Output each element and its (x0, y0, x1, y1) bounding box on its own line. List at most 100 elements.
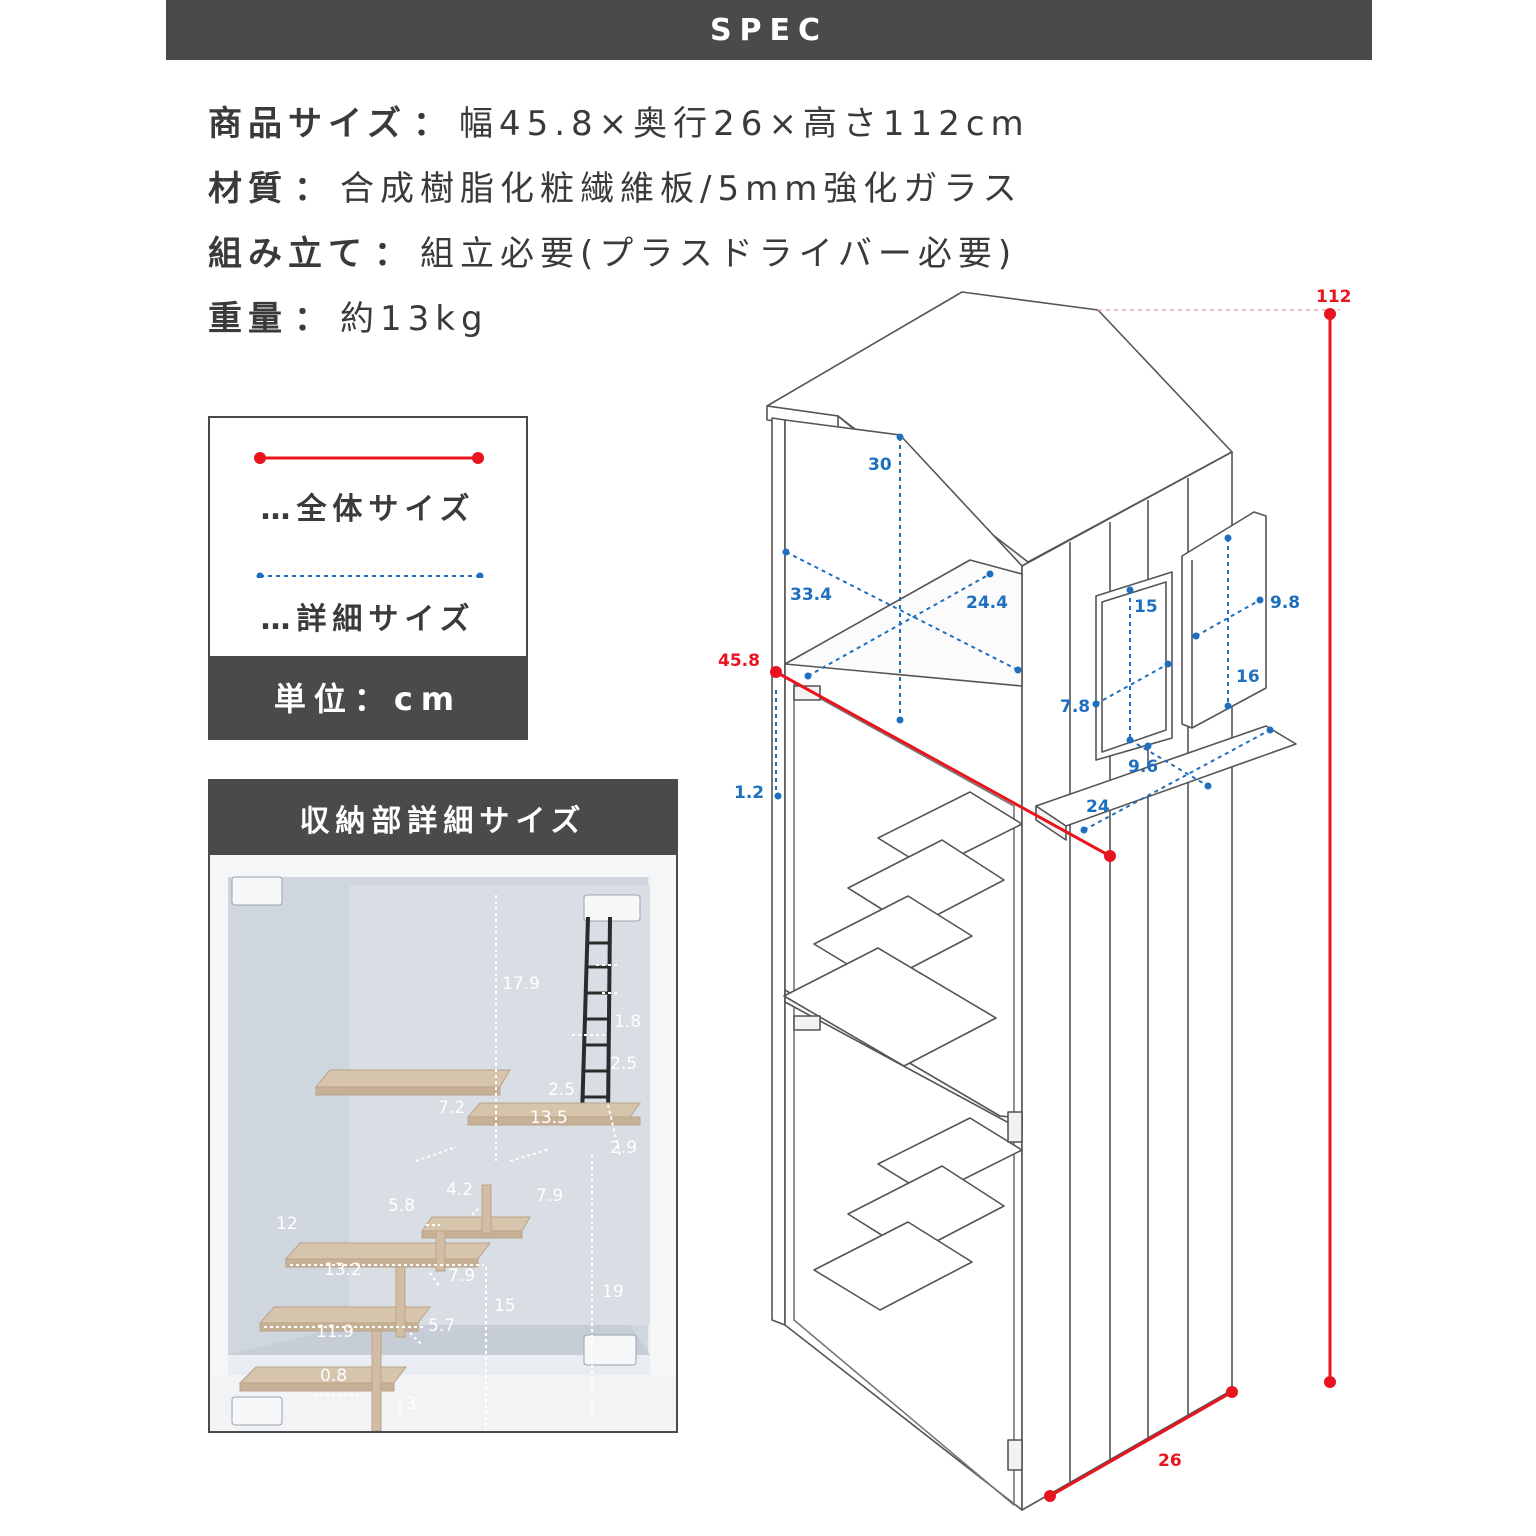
dim-1-2: 1.2 (734, 783, 764, 803)
overall-dimension-labels: 112 45.8 26 (718, 287, 1352, 1471)
dim-9-6: 9.6 (1128, 757, 1158, 777)
side-window (1095, 571, 1173, 761)
dim-15-window: 15 (1134, 597, 1158, 617)
detail-size-dot (256, 572, 264, 578)
storage-detail-title: 収納部詳細サイズ (210, 781, 676, 855)
legend-lines (254, 452, 484, 578)
detail-dim-labels: 17.9 1.8 2.5 2.5 7.2 13.5 2.9 4.2 5.8 7.… (276, 974, 641, 1414)
spec-separator: ： (374, 234, 414, 274)
spec-separator: ： (412, 104, 453, 144)
dim-7-9-upper: 7.9 (536, 1186, 563, 1206)
storage-detail-panel: 収納部詳細サイズ (208, 779, 678, 1433)
width-dot (1104, 850, 1116, 862)
spec-list: 商品サイズ：幅45.8×奥行26×高さ112cm 材質：合成樹脂化粧繊維板/5m… (208, 96, 1030, 356)
size-legend: …全体サイズ …詳細サイズ 単位：cm (208, 416, 528, 740)
dim-24-4: 24.4 (966, 593, 1008, 613)
dim-19: 19 (602, 1282, 624, 1302)
ladder (580, 916, 612, 1118)
dim-16: 16 (1236, 667, 1260, 687)
detail-size-label: …詳細サイズ (260, 602, 476, 637)
dim-15: 15 (494, 1296, 516, 1316)
attic-floor (784, 559, 1023, 687)
dim-1-8: 1.8 (614, 1012, 641, 1032)
glass-door (793, 683, 1015, 1506)
hinge (231, 1396, 283, 1426)
dim-24: 24 (1086, 797, 1110, 817)
spec-value: 合成樹脂化粧繊維板/5mm強化ガラス (340, 169, 1023, 209)
dim-112: 112 (1316, 287, 1352, 307)
dim-7-9-lower: 7.9 (448, 1266, 475, 1286)
dim-7-2: 7.2 (438, 1098, 465, 1118)
spec-value: 組立必要(プラスドライバー必要) (420, 234, 1018, 274)
detail-dim-lines (264, 895, 621, 1431)
depth-dot (1226, 1386, 1238, 1398)
step-lower (284, 1242, 491, 1260)
spec-row-weight: 重量：約13kg (208, 291, 1030, 356)
dim-5-8: 5.8 (388, 1196, 415, 1216)
step-2 (847, 839, 1005, 929)
floor (228, 1325, 650, 1355)
step-top-left (314, 1069, 511, 1088)
dim-11-9: 11.9 (316, 1322, 354, 1342)
step-4 (783, 947, 997, 1067)
hinge (231, 876, 283, 906)
right-side-panel (1021, 451, 1233, 1511)
width-dot (770, 666, 782, 678)
spec-row-size: 商品サイズ：幅45.8×奥行26×高さ112cm (208, 96, 1030, 161)
overall-size-label: …全体サイズ (260, 492, 476, 527)
spec-key: 組み立て (208, 234, 368, 274)
spec-row-assembly: 組み立て：組立必要(プラスドライバー必要) (208, 226, 1030, 291)
spec-row-material: 材質：合成樹脂化粧繊維板/5mm強化ガラス (208, 161, 1030, 226)
height-dot (1324, 1376, 1336, 1388)
roof-edge (837, 415, 1233, 567)
side-ledge (1035, 725, 1297, 827)
hinge (583, 1334, 637, 1366)
step-1 (877, 791, 1023, 871)
dim-5-7: 5.7 (428, 1316, 455, 1336)
left-frame (210, 855, 228, 1431)
detail-dimension-labels: 30 33.4 24.4 1.2 15 9.8 16 7.8 9.6 24 (734, 455, 1300, 817)
spec-separator: ： (294, 169, 334, 209)
storage-detail-photo: 17.9 1.8 2.5 2.5 7.2 13.5 2.9 4.2 5.8 7.… (210, 855, 676, 1431)
detail-dimension-lines (775, 437, 1271, 831)
spec-header: SPEC (166, 0, 1372, 60)
dim-13-2: 13.2 (324, 1260, 362, 1280)
depth-dot (1044, 1490, 1056, 1502)
left-side (771, 417, 786, 1326)
dim-12: 12 (276, 1214, 298, 1234)
height-dot (1324, 308, 1336, 320)
dim-3: 3 (406, 1394, 417, 1414)
overall-size-dot (472, 452, 484, 464)
right-frame (650, 855, 676, 1431)
dim-2-5-right: 2.5 (610, 1054, 637, 1074)
step-6 (847, 1165, 1005, 1255)
dim-7-8: 7.8 (1060, 697, 1090, 717)
dim-0-8: 0.8 (320, 1366, 347, 1386)
dim-33-4: 33.4 (790, 585, 832, 605)
spec-value: 幅45.8×奥行26×高さ112cm (458, 104, 1030, 144)
detail-size-dot (476, 572, 484, 578)
dim-45-8: 45.8 (718, 651, 760, 671)
dim-2-9: 2.9 (610, 1138, 637, 1158)
dim-9-8: 9.8 (1270, 593, 1300, 613)
front-frame (784, 419, 1023, 1511)
top-frame (210, 855, 676, 877)
detail-dimension-dots (774, 433, 1274, 834)
spec-separator: ： (294, 299, 334, 339)
dim-2-5-left: 2.5 (548, 1080, 575, 1100)
dim-13-5: 13.5 (530, 1108, 568, 1128)
spec-value: 約13kg (340, 299, 489, 339)
spec-key: 商品サイズ (208, 104, 407, 144)
spec-title: SPEC (709, 12, 829, 48)
cabinet-body (766, 291, 1297, 1511)
side-box (1181, 511, 1267, 729)
dim-26: 26 (1158, 1451, 1182, 1471)
dim-17-9: 17.9 (502, 974, 540, 994)
step-5 (877, 1117, 1023, 1197)
unit-label: 単位：cm (210, 656, 526, 738)
step-7 (813, 1221, 973, 1311)
width-line (775, 670, 1111, 858)
side-window-inner (1101, 581, 1167, 753)
spec-key: 材質 (208, 169, 288, 209)
dim-4-2: 4.2 (446, 1180, 473, 1200)
